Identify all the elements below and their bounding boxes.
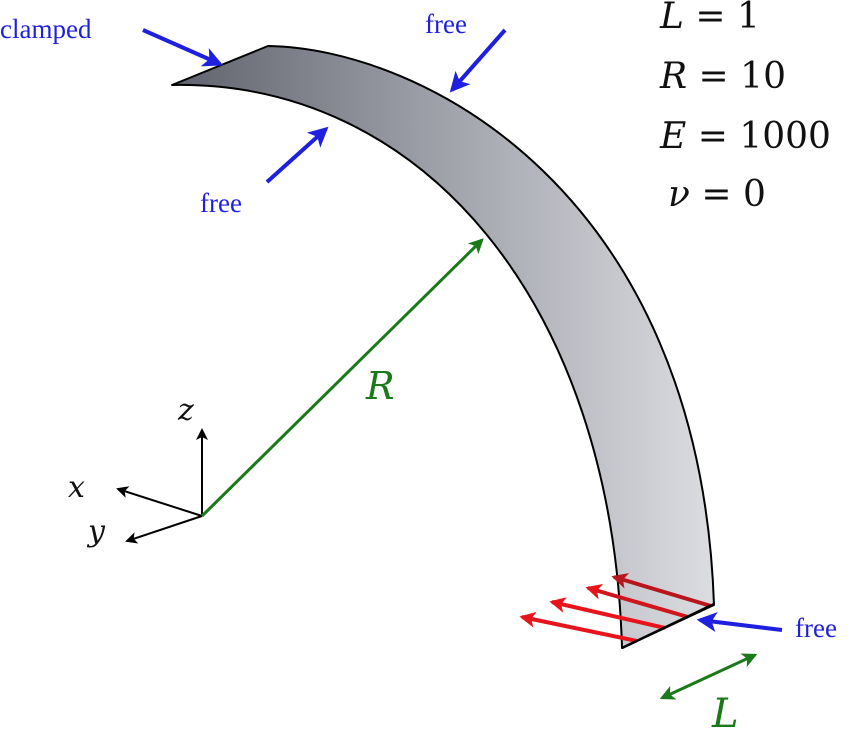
free-tip-arrow [696, 612, 783, 632]
param-nu-value: 0 [743, 174, 766, 215]
free-tip-label: free [795, 613, 837, 643]
free-top-arrow [449, 28, 507, 93]
y-axis [125, 515, 203, 544]
param-R-symbol: R [659, 56, 687, 97]
param-E: E = 1000 [659, 116, 831, 157]
coordinate-axes: z x y [68, 393, 208, 549]
svg-text:R = 10: R = 10 [659, 56, 786, 97]
y-axis-label: y [86, 514, 106, 549]
param-nu-symbol: ν [668, 174, 690, 215]
tip-load-arrows [519, 573, 712, 643]
radius-label: R [365, 364, 395, 408]
tip-edge [621, 602, 715, 650]
boundary-annotations: clamped free free free [0, 9, 837, 643]
param-R: R = 10 [659, 56, 786, 97]
load-arrow-1 [611, 573, 712, 608]
load-arrow-4 [519, 611, 638, 643]
param-L: L = 1 [659, 0, 760, 37]
x-axis [116, 486, 203, 517]
z-axis-label: z [177, 393, 194, 428]
param-L-value: 1 [737, 0, 760, 37]
radius-arrow [200, 238, 484, 518]
param-E-symbol: E [659, 116, 686, 157]
param-E-value: 1000 [739, 116, 831, 157]
load-arrow-3 [549, 597, 666, 630]
clamped-label: clamped [0, 14, 92, 44]
param-L-symbol: L [659, 0, 684, 37]
clamped-arrow [142, 28, 224, 67]
svg-text:ν = 0: ν = 0 [668, 174, 766, 215]
curved-shell-surface [171, 45, 715, 649]
free-top-label: free [425, 9, 467, 39]
parameter-list: L = 1 R = 10 E = 1000 ν = 0 [659, 0, 831, 215]
x-axis-label: x [68, 470, 85, 505]
svg-text:E = 1000: E = 1000 [659, 116, 831, 157]
width-label: L [711, 691, 739, 727]
param-R-value: 10 [740, 56, 786, 97]
width-dimension-arrow [659, 653, 758, 700]
free-inner-arrow [265, 126, 329, 184]
load-arrow-2 [585, 584, 689, 619]
free-inner-label: free [200, 188, 242, 218]
param-nu: ν = 0 [668, 174, 766, 215]
svg-text:L = 1: L = 1 [659, 0, 760, 37]
